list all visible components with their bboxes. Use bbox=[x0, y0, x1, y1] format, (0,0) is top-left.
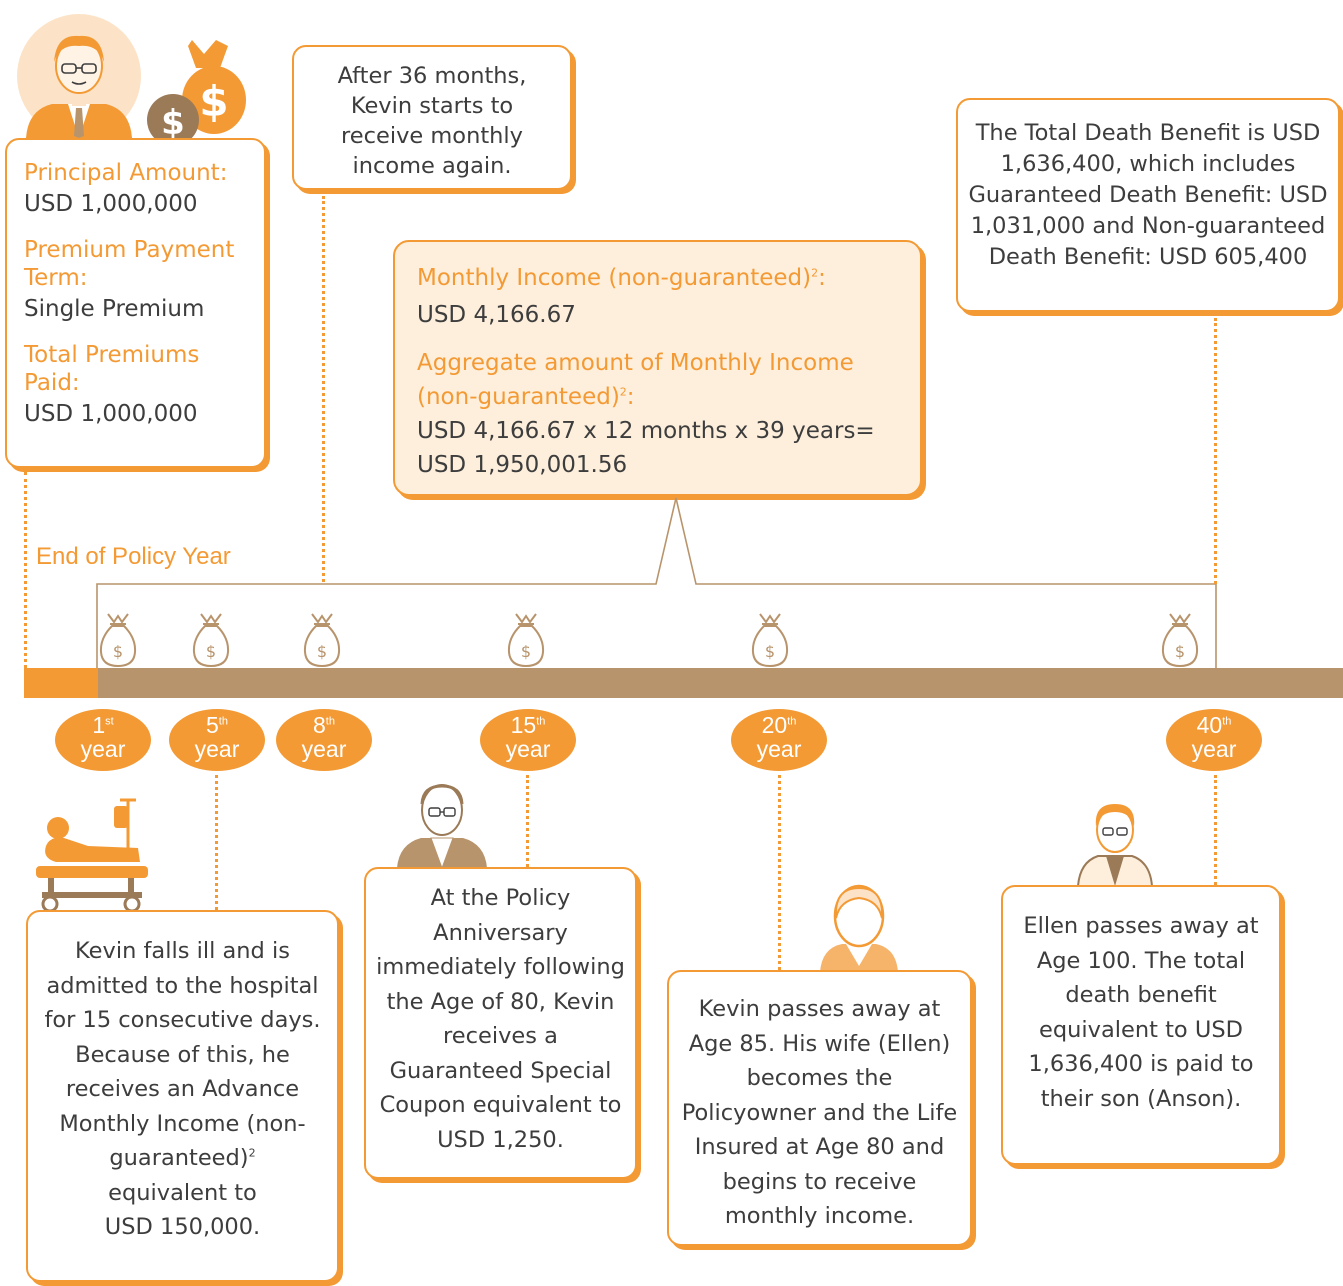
year-badge-15: 15th year bbox=[480, 709, 576, 771]
year-badge-8: 8th year bbox=[276, 709, 372, 771]
total-death-benefit-box: The Total Death Benefit is USD 1,636,400… bbox=[956, 98, 1340, 312]
illness-event-text: Kevin falls ill and is admitted to the h… bbox=[44, 938, 321, 1171]
aggregate-label-line1: Aggregate amount of Monthly Income bbox=[417, 350, 854, 376]
policy-summary-box: Principal Amount: USD 1,000,000 Premium … bbox=[5, 138, 266, 468]
money-bag-icon: $ bbox=[99, 613, 137, 668]
elderly-man-icon bbox=[397, 784, 487, 868]
svg-text:$: $ bbox=[521, 642, 531, 661]
aggregate-formula: USD 4,166.67 x 12 months x 39 years= bbox=[417, 418, 875, 444]
money-bag-icon: $ bbox=[1161, 613, 1199, 668]
svg-text:$: $ bbox=[317, 642, 327, 661]
connector-line bbox=[215, 775, 218, 910]
businessman-icon bbox=[17, 14, 141, 138]
connector-line bbox=[526, 775, 529, 867]
year-badge-20: 20th year bbox=[731, 709, 827, 771]
footnote-ref: 2 bbox=[619, 385, 627, 399]
principal-amount-label: Principal Amount: bbox=[24, 160, 228, 186]
year-badge-40: 40th year bbox=[1166, 709, 1262, 771]
timeline-bar bbox=[98, 668, 1343, 698]
after-36-months-text: After 36 months, Kevin starts to receive… bbox=[337, 63, 527, 179]
svg-text:$: $ bbox=[113, 642, 123, 661]
total-premiums-label: Total Premiums Paid: bbox=[24, 342, 200, 396]
money-bag-icon: $ bbox=[751, 613, 789, 668]
kevin-death-event-box: Kevin passes away at Age 85. His wife (E… bbox=[667, 970, 972, 1246]
timeline-bar-start bbox=[24, 668, 98, 698]
young-man-icon bbox=[1076, 804, 1154, 886]
svg-text:$: $ bbox=[161, 103, 185, 143]
principal-amount-value: USD 1,000,000 bbox=[24, 191, 198, 217]
special-coupon-event-text: At the Policy Anniversary immediately fo… bbox=[376, 885, 625, 1153]
connector-line bbox=[1214, 318, 1217, 584]
money-bag-icon: $ bbox=[303, 613, 341, 668]
elderly-woman-icon bbox=[820, 884, 898, 972]
special-coupon-event-box: At the Policy Anniversary immediately fo… bbox=[364, 867, 637, 1179]
svg-text:$: $ bbox=[206, 642, 216, 661]
aggregate-total: USD 1,950,001.56 bbox=[417, 452, 628, 478]
footnote-ref: 2 bbox=[248, 1146, 256, 1160]
premium-term-label: Premium Payment Term: bbox=[24, 237, 235, 291]
ellen-death-event-box: Ellen passes away at Age 100. The total … bbox=[1001, 885, 1281, 1165]
hospital-bed-icon bbox=[36, 798, 148, 912]
money-bag-icon: $ $ bbox=[147, 40, 246, 146]
connector-line bbox=[322, 196, 325, 582]
total-premiums-value: USD 1,000,000 bbox=[24, 401, 198, 427]
monthly-income-label: Monthly Income (non-guaranteed) bbox=[417, 265, 812, 291]
ellen-death-event-text: Ellen passes away at Age 100. The total … bbox=[1023, 913, 1259, 1112]
after-36-months-box: After 36 months, Kevin starts to receive… bbox=[292, 45, 572, 190]
svg-text:$: $ bbox=[1175, 642, 1185, 661]
money-bag-icon: $ bbox=[192, 613, 230, 668]
monthly-income-box: Monthly Income (non-guaranteed)2: USD 4,… bbox=[393, 240, 922, 496]
svg-text:$: $ bbox=[199, 77, 228, 126]
illness-event-tail: equivalent to USD 150,000. bbox=[104, 1179, 261, 1241]
year-badge-1: 1st year bbox=[55, 709, 151, 771]
total-death-benefit-text: The Total Death Benefit is USD 1,636,400… bbox=[968, 120, 1328, 270]
monthly-income-value: USD 4,166.67 bbox=[417, 302, 576, 328]
connector-line bbox=[1214, 775, 1217, 885]
end-of-policy-year-label: End of Policy Year bbox=[36, 543, 231, 570]
connector-line bbox=[24, 472, 27, 668]
aggregate-label-line2: (non-guaranteed) bbox=[417, 384, 620, 410]
money-bag-icon: $ bbox=[507, 613, 545, 668]
kevin-death-event-text: Kevin passes away at Age 85. His wife (E… bbox=[681, 996, 958, 1229]
year-badge-5: 5th year bbox=[169, 709, 265, 771]
premium-term-value: Single Premium bbox=[24, 296, 205, 322]
footnote-ref: 2 bbox=[811, 266, 819, 280]
connector-line bbox=[778, 775, 781, 970]
income-period-bracket bbox=[96, 497, 1217, 668]
illness-event-box: Kevin falls ill and is admitted to the h… bbox=[26, 910, 339, 1282]
svg-text:$: $ bbox=[765, 642, 775, 661]
